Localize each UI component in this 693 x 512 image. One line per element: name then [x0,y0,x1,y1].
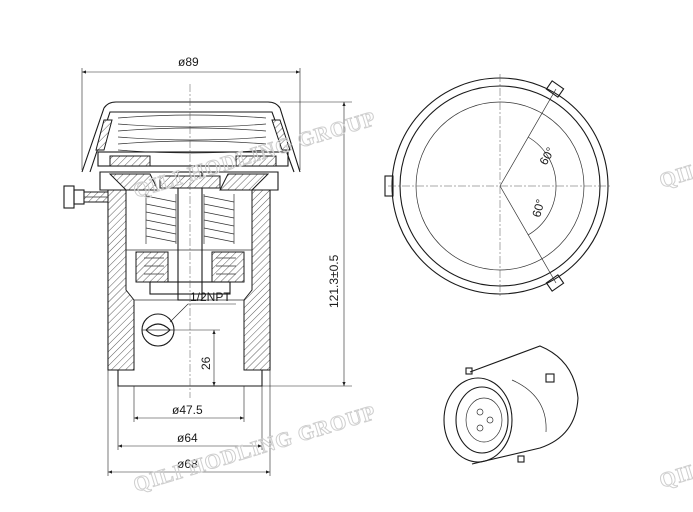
watermark-bottom: QILI HODLING GROUP [130,400,379,497]
dim-bore-diameter: ø47.5 [172,403,203,417]
dim-port-height: 26 [199,356,213,370]
dim-height: 121.3±0.5 [327,254,341,308]
dim-top-diameter: ø89 [178,55,199,69]
spring-right [203,194,235,244]
side-bolt [63,185,109,209]
angle-upper: 60° [536,145,557,168]
watermark-top: QILI HODLING GROUP [130,106,379,203]
angle-lower: 60° [529,197,547,218]
watermark-right-bottom: QILI HODLING GROUP [656,396,693,493]
isometric-view [443,345,579,465]
section-view [63,84,301,398]
dim-thread: 1/2NPT [190,290,231,304]
dim-body-diameter: ø64 [177,431,198,445]
spring-left [145,194,177,244]
watermark-right-top: QILI HODLING GROUP [656,96,693,193]
cap-coils [117,114,267,154]
dim-flange-diameter: ø68 [177,457,198,471]
top-view: 60° 60° [384,74,612,298]
dimensions: ø89 121.3±0.5 1/2NPT 26 ø47.5 ø64 ø68 [81,55,352,476]
